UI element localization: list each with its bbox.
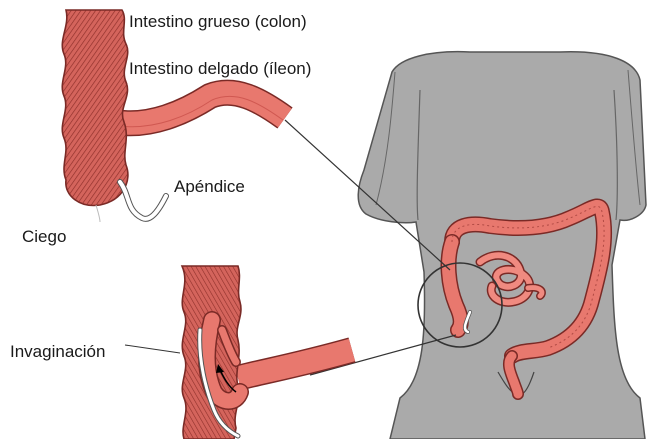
- intussusception-illustration: [182, 266, 352, 439]
- label-ileon: Intestino delgado (íleon): [129, 60, 311, 77]
- label-invaginacion: Invaginación: [10, 343, 105, 360]
- label-colon: Intestino grueso (colon): [129, 13, 307, 30]
- label-apendice: Apéndice: [174, 178, 245, 195]
- label-ciego: Ciego: [22, 228, 66, 245]
